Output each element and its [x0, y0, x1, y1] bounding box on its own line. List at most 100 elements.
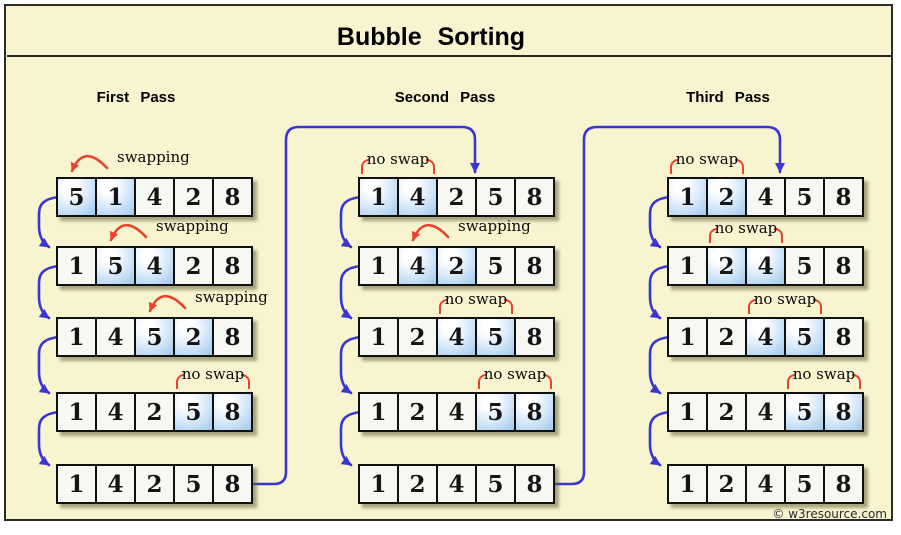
array-cell-highlighted: 5	[173, 392, 214, 432]
array-cell-highlighted: 8	[212, 392, 253, 432]
array-cell: 5	[475, 246, 516, 286]
array-cell-highlighted: 4	[134, 246, 175, 286]
array-cell-highlighted: 5	[475, 392, 516, 432]
array-cell: 4	[134, 177, 175, 217]
array-cell: 1	[667, 392, 708, 432]
array-cell: 8	[823, 177, 864, 217]
no-swap-label: no swap	[444, 290, 508, 308]
array-cell: 2	[706, 317, 747, 357]
array-cell: 4	[95, 464, 136, 504]
watermark-credit: © w3resource.com	[772, 507, 887, 521]
no-swap-bracket-right-icon	[774, 228, 783, 243]
array-cell: 4	[436, 392, 477, 432]
array-cell: 1	[56, 392, 97, 432]
array-cell-highlighted: 4	[397, 177, 438, 217]
array-cell: 4	[436, 464, 477, 504]
array-cell: 2	[397, 317, 438, 357]
array-cell-highlighted: 5	[95, 246, 136, 286]
array-cell: 5	[475, 177, 516, 217]
array-cell: 8	[212, 464, 253, 504]
no-swap-bracket-right-icon	[735, 159, 744, 174]
array-cell: 1	[56, 246, 97, 286]
array-cell: 8	[212, 246, 253, 286]
array-cell: 4	[745, 177, 786, 217]
no-swap-bracket-left-icon	[439, 299, 448, 314]
swap-label: swapping	[156, 217, 229, 235]
array-cell: 1	[358, 317, 399, 357]
array-cell: 8	[212, 317, 253, 357]
title-divider	[7, 55, 893, 57]
array-cell-highlighted: 5	[784, 317, 825, 357]
array-cell: 5	[784, 464, 825, 504]
no-swap-label: no swap	[483, 365, 547, 383]
array-cell-highlighted: 5	[784, 392, 825, 432]
array-cell: 5	[475, 464, 516, 504]
array-cell-highlighted: 1	[358, 177, 399, 217]
array-cell-highlighted: 1	[667, 177, 708, 217]
no-swap-bracket-right-icon	[813, 299, 822, 314]
no-swap-bracket-right-icon	[426, 159, 435, 174]
array-cell: 4	[95, 392, 136, 432]
array-cell-highlighted: 5	[475, 317, 516, 357]
array-cell: 2	[436, 177, 477, 217]
array-cell-highlighted: 4	[436, 317, 477, 357]
array-cell: 8	[212, 177, 253, 217]
array-cell: 2	[397, 392, 438, 432]
no-swap-bracket-left-icon	[176, 374, 185, 389]
array-cell: 1	[358, 246, 399, 286]
no-swap-bracket-right-icon	[241, 374, 250, 389]
array-cell: 2	[706, 464, 747, 504]
array-cell: 4	[745, 392, 786, 432]
no-swap-bracket-left-icon	[478, 374, 487, 389]
array-cell: 4	[745, 464, 786, 504]
array-cell-highlighted: 4	[745, 317, 786, 357]
array-cell: 4	[95, 317, 136, 357]
array-cell: 2	[173, 177, 214, 217]
no-swap-label: no swap	[181, 365, 245, 383]
array-cell-highlighted: 2	[436, 246, 477, 286]
swap-label: swapping	[195, 288, 268, 306]
no-swap-bracket-left-icon	[787, 374, 796, 389]
swap-label: swapping	[458, 217, 531, 235]
array-cell: 5	[173, 464, 214, 504]
array-cell: 2	[134, 464, 175, 504]
array-cell: 8	[514, 246, 555, 286]
array-cell: 8	[514, 317, 555, 357]
no-swap-label: no swap	[753, 290, 817, 308]
array-cell: 1	[56, 464, 97, 504]
array-cell: 8	[823, 317, 864, 357]
no-swap-bracket-right-icon	[504, 299, 513, 314]
swap-label: swapping	[117, 148, 190, 166]
no-swap-label: no swap	[714, 219, 778, 237]
array-cell-highlighted: 5	[134, 317, 175, 357]
array-cell-highlighted: 5	[56, 177, 97, 217]
no-swap-bracket-right-icon	[852, 374, 861, 389]
array-cell: 1	[358, 464, 399, 504]
array-cell: 8	[823, 246, 864, 286]
array-cell: 1	[667, 246, 708, 286]
pass-heading-second: Second Pass	[394, 89, 496, 106]
array-cell: 5	[784, 246, 825, 286]
array-cell: 1	[667, 464, 708, 504]
no-swap-bracket-left-icon	[748, 299, 757, 314]
no-swap-bracket-left-icon	[709, 228, 718, 243]
no-swap-label: no swap	[366, 150, 430, 168]
pass-heading-first: First Pass	[96, 89, 176, 106]
pass-heading-third: Third Pass	[686, 89, 770, 106]
no-swap-bracket-left-icon	[361, 159, 370, 174]
array-cell-highlighted: 1	[95, 177, 136, 217]
array-cell: 8	[514, 177, 555, 217]
array-cell-highlighted: 4	[745, 246, 786, 286]
